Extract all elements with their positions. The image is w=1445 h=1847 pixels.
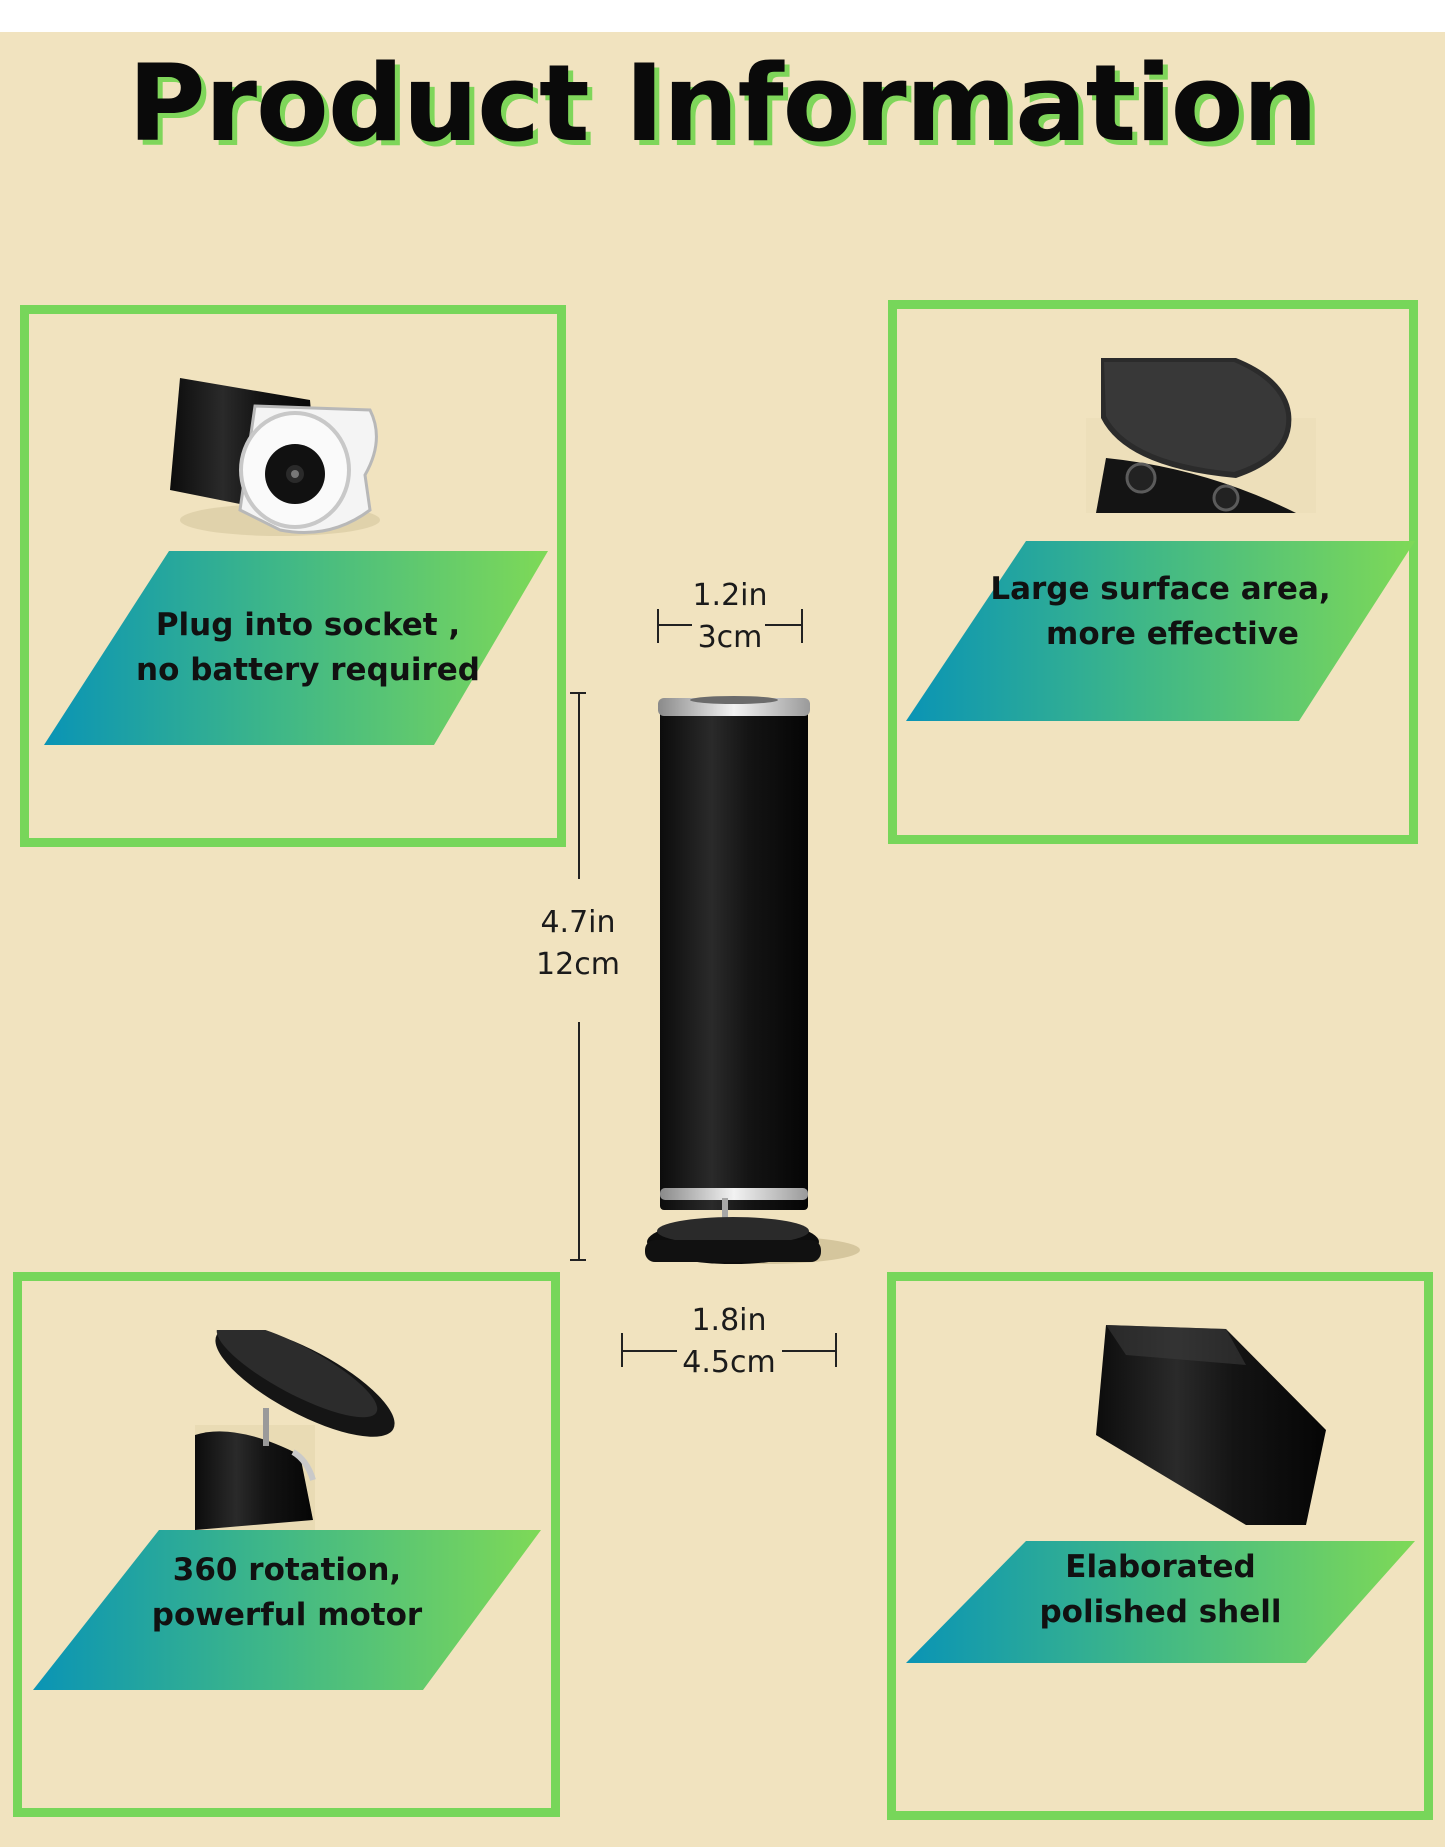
feature-socket-line1: Plug into socket , xyxy=(155,607,461,644)
dim-height-imperial: 4.7in xyxy=(540,905,616,940)
dim-top-right-tick xyxy=(801,609,803,643)
dim-height-line-top xyxy=(578,692,580,879)
feature-band-shell: Elaborated polished shell xyxy=(906,1541,1415,1663)
feature-surface-line1: Large surface area, xyxy=(990,571,1331,607)
dim-top-metric: 3cm xyxy=(697,620,763,655)
dim-base-right-tick xyxy=(835,1333,837,1367)
feature-shell-line1: Elaborated xyxy=(1065,1549,1256,1585)
dim-base-metric: 4.5cm xyxy=(682,1345,776,1380)
feature-surface-line2: more effective xyxy=(1046,615,1299,652)
dim-base-line-left xyxy=(621,1350,677,1352)
feature-band-rotation: 360 rotation, powerful motor xyxy=(33,1530,541,1690)
feature-rotation-line1: 360 rotation, xyxy=(172,1552,402,1588)
feature-rotation-line2: powerful motor xyxy=(151,1596,423,1633)
product-image xyxy=(640,690,870,1270)
dim-base-label: 1.8in 4.5cm xyxy=(669,1300,789,1384)
dim-base-line-right xyxy=(782,1350,837,1352)
dim-height-metric: 12cm xyxy=(536,947,620,982)
feature-socket-line2: no battery required xyxy=(136,652,480,688)
dim-top-label: 1.2in 3cm xyxy=(680,575,780,659)
dim-top-line-right xyxy=(765,624,803,626)
feature-card-rotation xyxy=(13,1272,560,1817)
polished-shell-icon xyxy=(1086,1325,1326,1525)
feature-band-socket: Plug into socket , no battery required xyxy=(44,551,548,745)
feature-card-shell xyxy=(887,1272,1433,1820)
rotating-head-icon xyxy=(195,1322,405,1530)
feature-shell-line2: polished shell xyxy=(1039,1593,1282,1630)
sanding-disc-head-icon xyxy=(1086,358,1316,513)
feature-band-surface: Large surface area, more effective xyxy=(906,541,1415,721)
dim-top-line-left xyxy=(657,624,692,626)
dim-height-bottom-tick xyxy=(570,1259,586,1261)
page-title: Product Information xyxy=(128,42,1318,165)
dim-base-imperial: 1.8in xyxy=(691,1303,767,1338)
feature-card-socket xyxy=(20,305,566,847)
dim-top-left-tick xyxy=(657,609,659,643)
dim-height-line-bottom xyxy=(578,1022,580,1260)
feature-card-surface xyxy=(888,300,1418,844)
dim-top-imperial: 1.2in xyxy=(692,578,768,613)
dim-height-label: 4.7in 12cm xyxy=(528,902,628,986)
dc-socket-end-icon xyxy=(160,370,385,550)
